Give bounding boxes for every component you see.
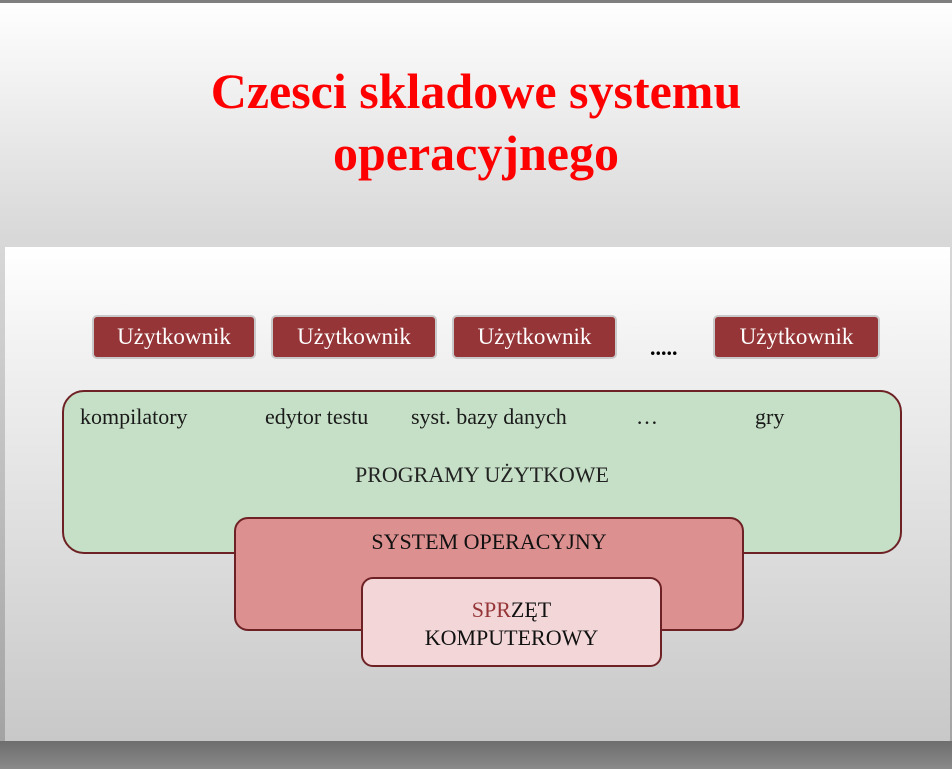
user-box-2: Użytkownik bbox=[271, 315, 437, 359]
top-rule bbox=[0, 0, 952, 3]
user-box-3: Użytkownik bbox=[452, 315, 617, 359]
slide-title-line-1: Czesci skladowe systemu bbox=[210, 63, 742, 119]
hardware-label-line-2: KOMPUTEROWY bbox=[424, 625, 599, 650]
application-item-ellipsis: … bbox=[636, 404, 658, 429]
users-ellipsis: ..... bbox=[650, 335, 678, 360]
user-box-4: Użytkownik bbox=[713, 315, 880, 359]
application-item-text-editor: edytor testu bbox=[265, 404, 369, 429]
user-box-1: Użytkownik bbox=[92, 315, 256, 359]
applications-label: PROGRAMY UŻYTKOWE bbox=[354, 462, 609, 487]
operating-system-label: SYSTEM OPERACYJNY bbox=[371, 529, 607, 554]
hardware-label-line-1: SPRZĘT bbox=[471, 597, 552, 622]
application-item-games: gry bbox=[755, 404, 785, 429]
application-item-compilers: kompilatory bbox=[80, 404, 188, 429]
slide-title: Czesci skladowe systemu operacyjnego bbox=[0, 60, 952, 184]
bottom-band bbox=[0, 741, 952, 769]
hardware-layer: SPRZĘT KOMPUTEROWY bbox=[361, 577, 662, 667]
application-item-database: syst. bazy danych bbox=[411, 404, 567, 429]
slide-title-line-2: operacyjnego bbox=[332, 125, 620, 181]
